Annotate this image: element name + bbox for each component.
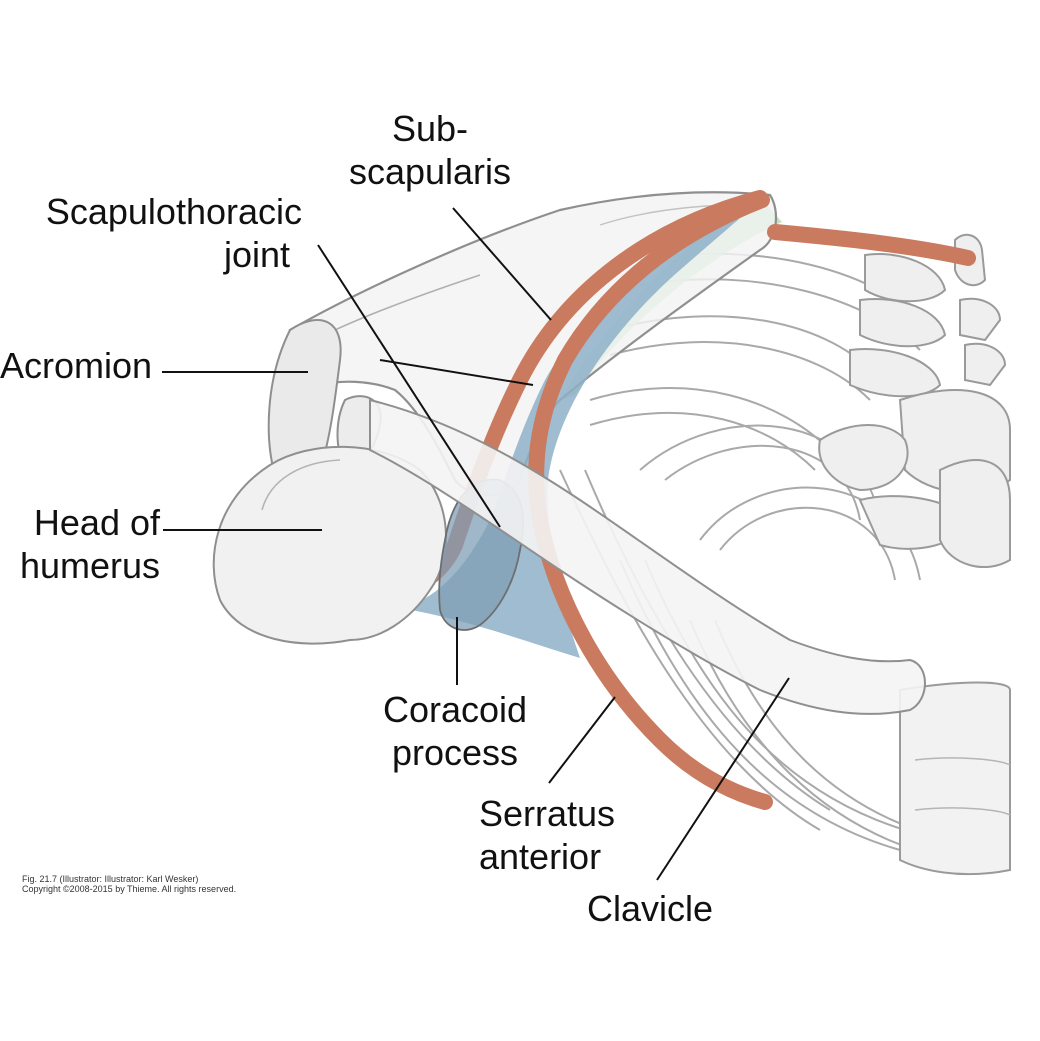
leader-clavicle	[656, 677, 790, 881]
label-subscapularis: Sub- scapularis	[348, 107, 512, 193]
label-acromion: Acromion	[0, 344, 152, 387]
leader-scapulothoracic-2	[379, 359, 534, 386]
leader-subscapularis	[452, 207, 552, 321]
label-coracoid-process: Coracoid process	[377, 688, 533, 774]
figure-credit-line1: Fig. 21.7 (Illustrator: Illustrator: Kar…	[22, 874, 199, 884]
label-serratus-anterior: Serratus anterior	[479, 792, 615, 878]
label-scapulothoracic-line2: joint	[223, 234, 290, 275]
figure-credit-line2: Copyright ©2008-2015 by Thieme. All righ…	[22, 884, 237, 894]
label-scapulothoracic-line1: Scapulothoracic	[45, 191, 302, 232]
leader-scapulothoracic-1	[317, 244, 501, 528]
label-coracoid-line1: Coracoid	[382, 689, 528, 730]
sternum	[899, 681, 1011, 876]
label-head-of-humerus: Head of humerus	[10, 501, 160, 587]
clavicle-bone	[369, 398, 926, 715]
label-coracoid-line2: process	[391, 732, 519, 773]
label-acromion-line1: Acromion	[0, 345, 153, 386]
humerus-head	[212, 445, 447, 645]
label-head-of-humerus-line2: humerus	[19, 545, 160, 586]
label-clavicle-line1: Clavicle	[587, 888, 714, 929]
vertebrae	[818, 233, 1011, 569]
label-clavicle: Clavicle	[587, 887, 713, 930]
label-serratus-line1: Serratus	[479, 793, 616, 834]
leader-serratus	[548, 696, 616, 784]
label-serratus-line2: anterior	[479, 836, 602, 877]
figure-credit: Fig. 21.7 (Illustrator: Illustrator: Kar…	[22, 874, 236, 894]
label-subscapularis-line1: Sub-	[391, 108, 469, 149]
label-subscapularis-line2: scapularis	[348, 151, 512, 192]
leader-lines	[162, 207, 790, 881]
label-scapulothoracic-joint: Scapulothoracic joint	[30, 190, 302, 276]
label-head-of-humerus-line1: Head of	[33, 502, 160, 543]
